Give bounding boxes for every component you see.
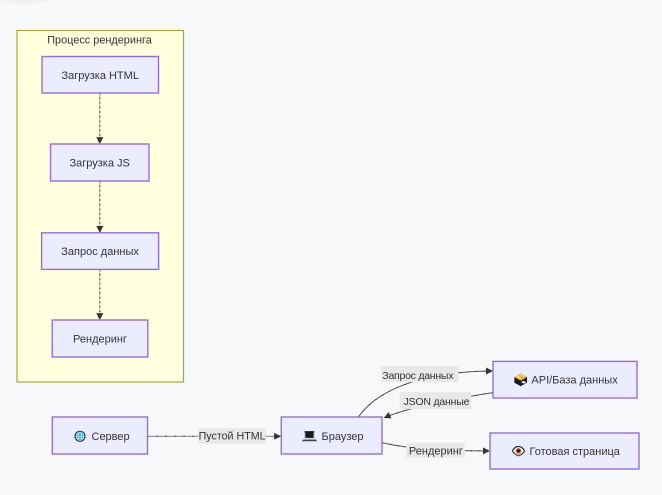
svg-text:JSON данные: JSON данные — [404, 396, 470, 408]
svg-text:Загрузка HTML: Загрузка HTML — [61, 70, 138, 82]
svg-text:Загрузка JS: Загрузка JS — [70, 158, 130, 170]
svg-text:Готовая страница: Готовая страница — [530, 446, 621, 458]
svg-text:API/База данных: API/База данных — [531, 375, 618, 387]
svg-text:Рендеринг: Рендеринг — [73, 334, 127, 346]
svg-text:Рендеринг: Рендеринг — [409, 446, 463, 458]
svg-text:Сервер: Сервер — [92, 431, 130, 443]
svg-text:Процесс рендеринга: Процесс рендеринга — [47, 34, 152, 46]
svg-text:Пустой HTML: Пустой HTML — [199, 430, 266, 442]
svg-text:Запрос данных: Запрос данных — [382, 370, 454, 382]
svg-text:Запрос данных: Запрос данных — [61, 246, 139, 258]
svg-text:Браузер: Браузер — [322, 431, 364, 443]
